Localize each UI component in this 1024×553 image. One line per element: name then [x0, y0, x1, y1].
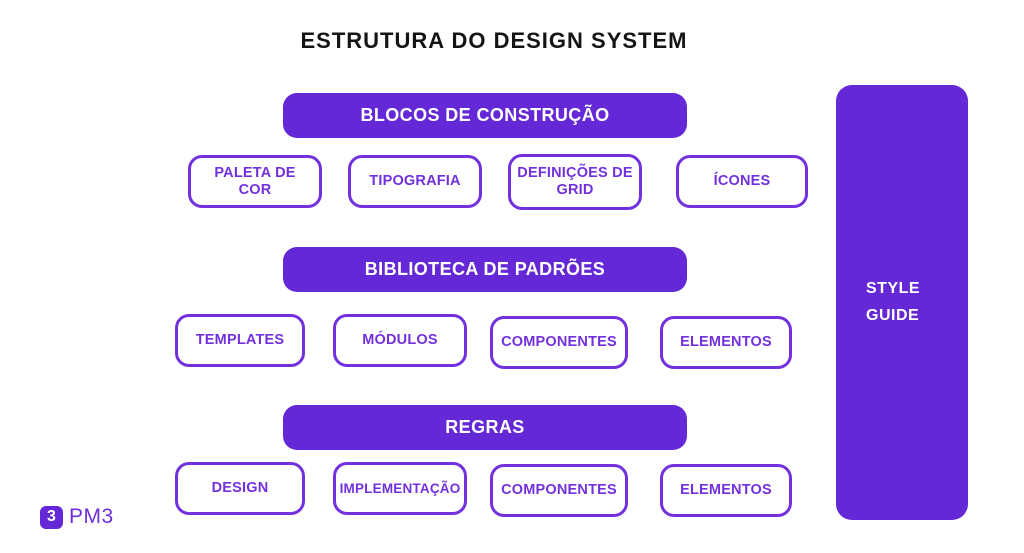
section-header-biblioteca-de-padroes: BIBLIOTECA DE PADRÕES — [283, 247, 687, 292]
item-elementos-regras: ELEMENTOS — [660, 464, 792, 517]
item-componentes-regras: COMPONENTES — [490, 464, 628, 517]
item-definicoes-de-grid: DEFINIÇÕES DE GRID — [508, 154, 642, 210]
style-guide-panel: STYLE GUIDE — [836, 85, 968, 520]
section-header-blocos-de-construcao: BLOCOS DE CONSTRUÇÃO — [283, 93, 687, 138]
item-tipografia: TIPOGRAFIA — [348, 155, 482, 208]
style-guide-label: STYLE GUIDE — [866, 280, 921, 324]
pm3-logo: 3 PM3 — [40, 505, 114, 529]
section-header-regras: REGRAS — [283, 405, 687, 450]
item-icones: ÍCONES — [676, 155, 808, 208]
item-modulos: MÓDULOS — [333, 314, 467, 367]
page-title: ESTRUTURA DO DESIGN SYSTEM — [300, 28, 688, 53]
item-componentes-biblioteca: COMPONENTES — [490, 316, 628, 369]
item-templates: TEMPLATES — [175, 314, 305, 367]
pm3-logo-text: PM3 — [69, 505, 114, 528]
item-design: DESIGN — [175, 462, 305, 515]
item-implementacao: IMPLEMENTAÇÃO — [333, 462, 467, 515]
item-elementos-biblioteca: ELEMENTOS — [660, 316, 792, 369]
item-paleta-de-cor: PALETA DE COR — [188, 155, 322, 208]
pm3-logo-mark-icon: 3 — [40, 505, 63, 529]
